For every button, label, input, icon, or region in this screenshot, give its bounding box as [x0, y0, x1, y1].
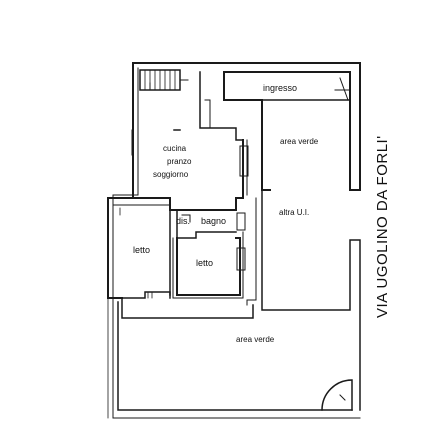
room-labels: ingresso area verde cucina pranzo soggio…	[133, 83, 319, 344]
room-label-cucina: cucina	[163, 144, 187, 153]
room-label-letto-left: letto	[133, 245, 150, 255]
room-label-altra-ui: altra U.I.	[279, 208, 309, 217]
room-label-area-verde-bottom: area verde	[236, 335, 275, 344]
room-label-area-verde-top: area verde	[280, 137, 319, 146]
room-label-letto-right: letto	[196, 258, 213, 268]
room-label-bagno: bagno	[201, 216, 226, 226]
plan-walls	[107, 62, 361, 419]
room-label-pranzo: pranzo	[167, 157, 192, 166]
room-label-ingresso: ingresso	[263, 83, 297, 93]
room-label-soggiorno: soggiorno	[153, 170, 189, 179]
street-label: VIA UGOLINO DA FORLI'	[374, 135, 391, 318]
room-label-dis: dis.	[176, 216, 190, 226]
